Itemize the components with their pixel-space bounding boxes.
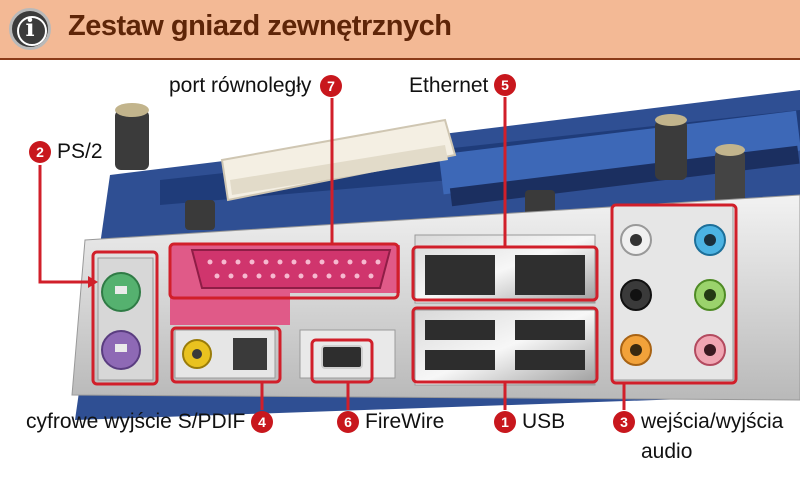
spdif-ports bbox=[174, 329, 276, 379]
ps2-ports bbox=[97, 257, 154, 381]
label-firewire: FireWire bbox=[365, 410, 445, 433]
ps2-arrow bbox=[88, 276, 98, 288]
callout-badge-5: 5 bbox=[494, 74, 516, 96]
label-spdif: cyfrowe wyjście S/PDIF bbox=[26, 410, 246, 433]
capacitors bbox=[115, 103, 745, 230]
header-rule bbox=[0, 58, 800, 60]
info-icon: i bbox=[9, 8, 51, 50]
label-audio: wejścia/wyjścia bbox=[641, 410, 784, 433]
label-ethernet: Ethernet bbox=[409, 74, 489, 97]
spdif-frame bbox=[170, 326, 282, 384]
label-ps2: PS/2 bbox=[57, 140, 103, 163]
page-title: Zestaw gniazd zewnętrznych bbox=[68, 10, 452, 42]
callout-badge-4: 4 bbox=[251, 411, 273, 433]
callout-badge-2: 2 bbox=[29, 141, 51, 163]
label-audio-line2: audio bbox=[641, 440, 693, 463]
parallel-frame bbox=[168, 242, 400, 300]
label-parallel-port: port równoległy bbox=[169, 74, 312, 97]
audio-frame bbox=[610, 203, 738, 385]
parallel-port bbox=[170, 245, 400, 325]
callout-badge-7: 7 bbox=[320, 75, 342, 97]
header-banner bbox=[0, 0, 800, 60]
callout-badge-1: 1 bbox=[494, 411, 516, 433]
usb-ports bbox=[414, 309, 596, 386]
callout-badge-3: 3 bbox=[613, 411, 635, 433]
ps2-frame bbox=[91, 250, 159, 386]
label-usb: USB bbox=[522, 410, 566, 433]
audio-jacks bbox=[612, 204, 734, 381]
motherboard-photo bbox=[38, 90, 800, 420]
firewire-port bbox=[299, 329, 396, 379]
callout-badge-6: 6 bbox=[337, 411, 359, 433]
leader-lines bbox=[38, 97, 626, 410]
info-glyph: i bbox=[25, 13, 35, 42]
firewire-frame bbox=[310, 338, 374, 384]
